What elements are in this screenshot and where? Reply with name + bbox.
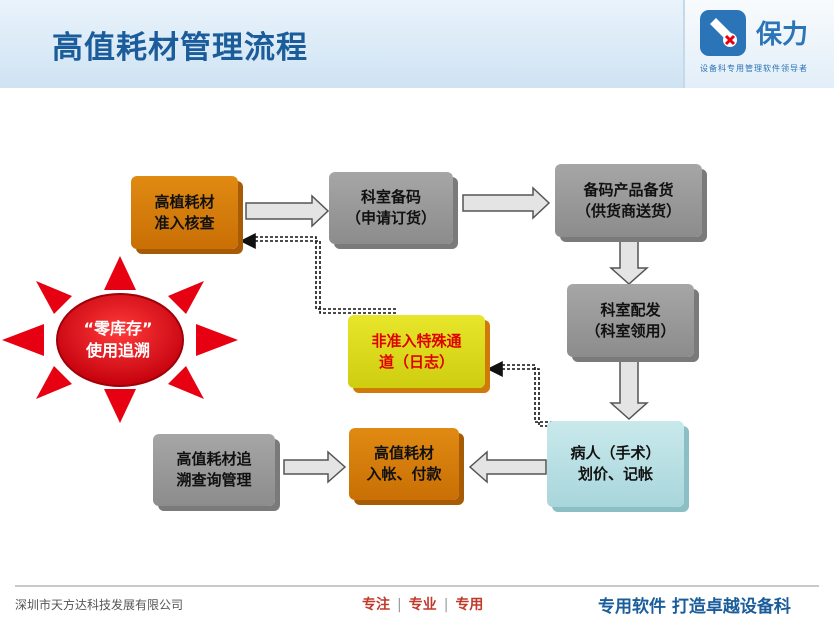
node-dept-coding[interactable]: 科室备码 （申请订货） — [329, 172, 453, 244]
footer-slogan: 专用软件 打造卓越设备科 — [598, 597, 791, 617]
dashed-n8-n1-inner — [250, 236, 396, 310]
arrow-n1-n2 — [245, 194, 330, 228]
node-patient-billing[interactable]: 病人（手术） 划价、记帐 — [547, 421, 684, 507]
node-dept-dispatch[interactable]: 科室配发 （科室领用） — [567, 284, 694, 357]
node-accounting-payment[interactable]: 高值耗材 入帐、付款 — [349, 428, 459, 500]
arrow-n2-n3 — [462, 186, 551, 220]
footer-divider — [15, 585, 819, 587]
dashed-n5-n8-inner — [498, 364, 578, 423]
node-traceability-query[interactable]: 高值耗材追 溯查询管理 — [153, 434, 275, 506]
node-supplier-delivery[interactable]: 备码产品备货 （供货商送货） — [555, 164, 702, 237]
node-special-channel-log[interactable]: 非准入特殊通 道（日志） — [348, 315, 485, 388]
logo-tagline: 设备科专用管理软件领导者 — [700, 64, 808, 73]
dashed-n8-n1 — [239, 233, 396, 314]
node-access-check[interactable]: 高植耗材 准入核查 — [131, 176, 238, 249]
company-name: 深圳市天方达科技发展有限公司 — [15, 598, 184, 612]
dashed-n5-n8 — [486, 361, 578, 427]
arrow-n5-n6 — [468, 450, 547, 484]
starburst-icon — [2, 256, 238, 423]
zero-inventory-badge: “零库存” 使用追溯 — [83, 319, 153, 360]
logo-text: 保力 — [756, 20, 809, 50]
page-title: 高值耗材管理流程 — [52, 30, 308, 66]
arrow-n7-n6 — [283, 450, 347, 484]
motto-1: 专注 — [362, 597, 390, 613]
logo-icon — [700, 10, 746, 56]
motto-3: 专用 — [455, 597, 484, 613]
arrow-n3-n4 — [609, 240, 649, 286]
arrow-n4-n5 — [609, 359, 649, 421]
flow-arrows — [245, 186, 649, 484]
motto-2: 专业 — [408, 597, 437, 613]
footer-motto: 专注|专业|专用 — [362, 597, 484, 613]
